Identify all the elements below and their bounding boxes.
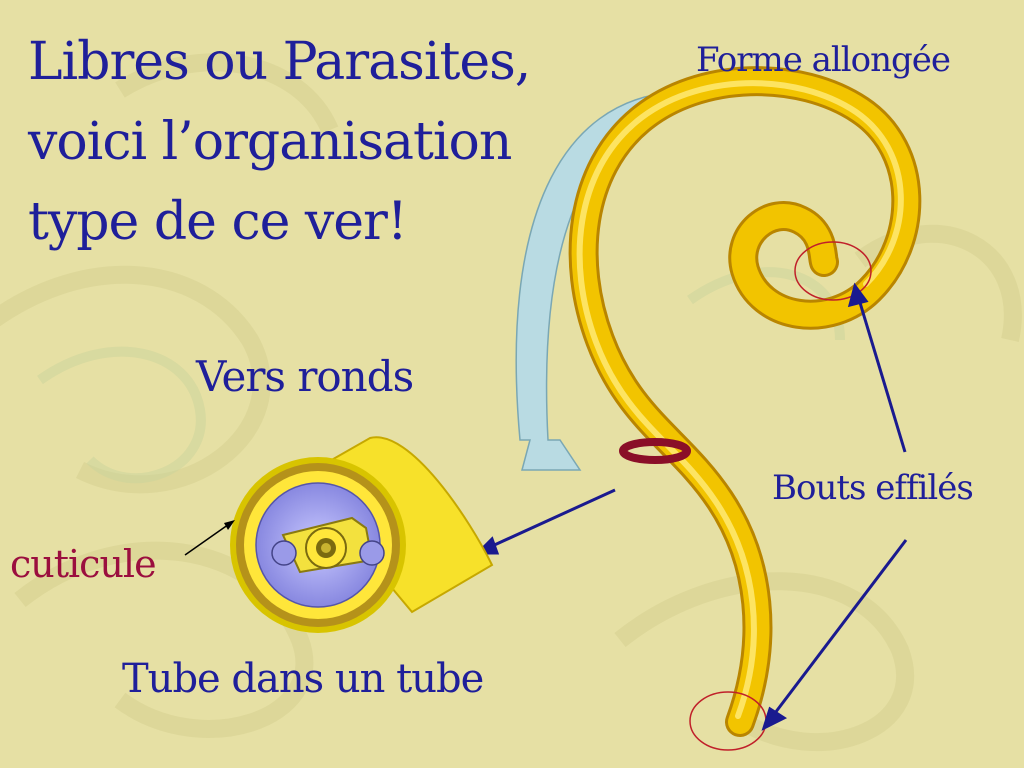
worm-body (568, 66, 922, 737)
title-line-3: type de ce ver! (28, 192, 408, 252)
label-cuticule: cuticule (10, 542, 157, 586)
tube-cross-section (230, 436, 494, 633)
arrow-to-bottom-tip (770, 539, 908, 718)
arrow-to-section (489, 488, 616, 549)
cuticule-pointer (184, 521, 233, 556)
label-bouts-effiles: Bouts effilés (772, 468, 974, 508)
label-tube-dans-un-tube: Tube dans un tube (122, 656, 484, 702)
label-vers-ronds: Vers ronds (196, 352, 414, 401)
label-forme-allongee: Forme allongée (696, 40, 951, 80)
title-line-1: Libres ou Parasites, (28, 32, 531, 92)
section-ring (619, 438, 691, 464)
tip-circle-top (794, 241, 872, 301)
title-line-2: voici l’organisation (28, 112, 512, 172)
arrow-to-top-tip (856, 295, 907, 453)
slide-title: Libres ou Parasites, voici l’organisatio… (28, 22, 531, 262)
